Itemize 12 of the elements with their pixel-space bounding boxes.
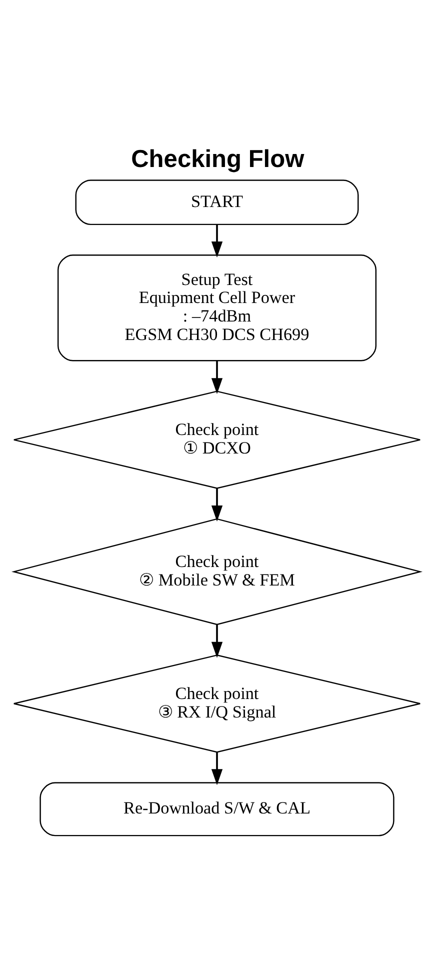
arrow <box>210 624 222 658</box>
node-box: Setup Test Equipment Cell Power : –74dBm EGSM CH30 DCS CH699 <box>56 254 376 361</box>
arrow <box>210 488 222 521</box>
node-diamond: Check point ③ RX I/Q Signal <box>12 654 420 752</box>
node-diamond: Check point ② Mobile SW & FEM <box>10 518 422 625</box>
node-box: Re-Download S/W & CAL <box>39 782 394 836</box>
node-diamond: Check point ① DCXO <box>12 390 420 488</box>
diagram-title: Checking Flow <box>130 145 304 172</box>
arrow <box>210 224 222 257</box>
arrow <box>210 752 222 785</box>
arrow <box>210 360 222 394</box>
node-box: START <box>74 179 358 225</box>
